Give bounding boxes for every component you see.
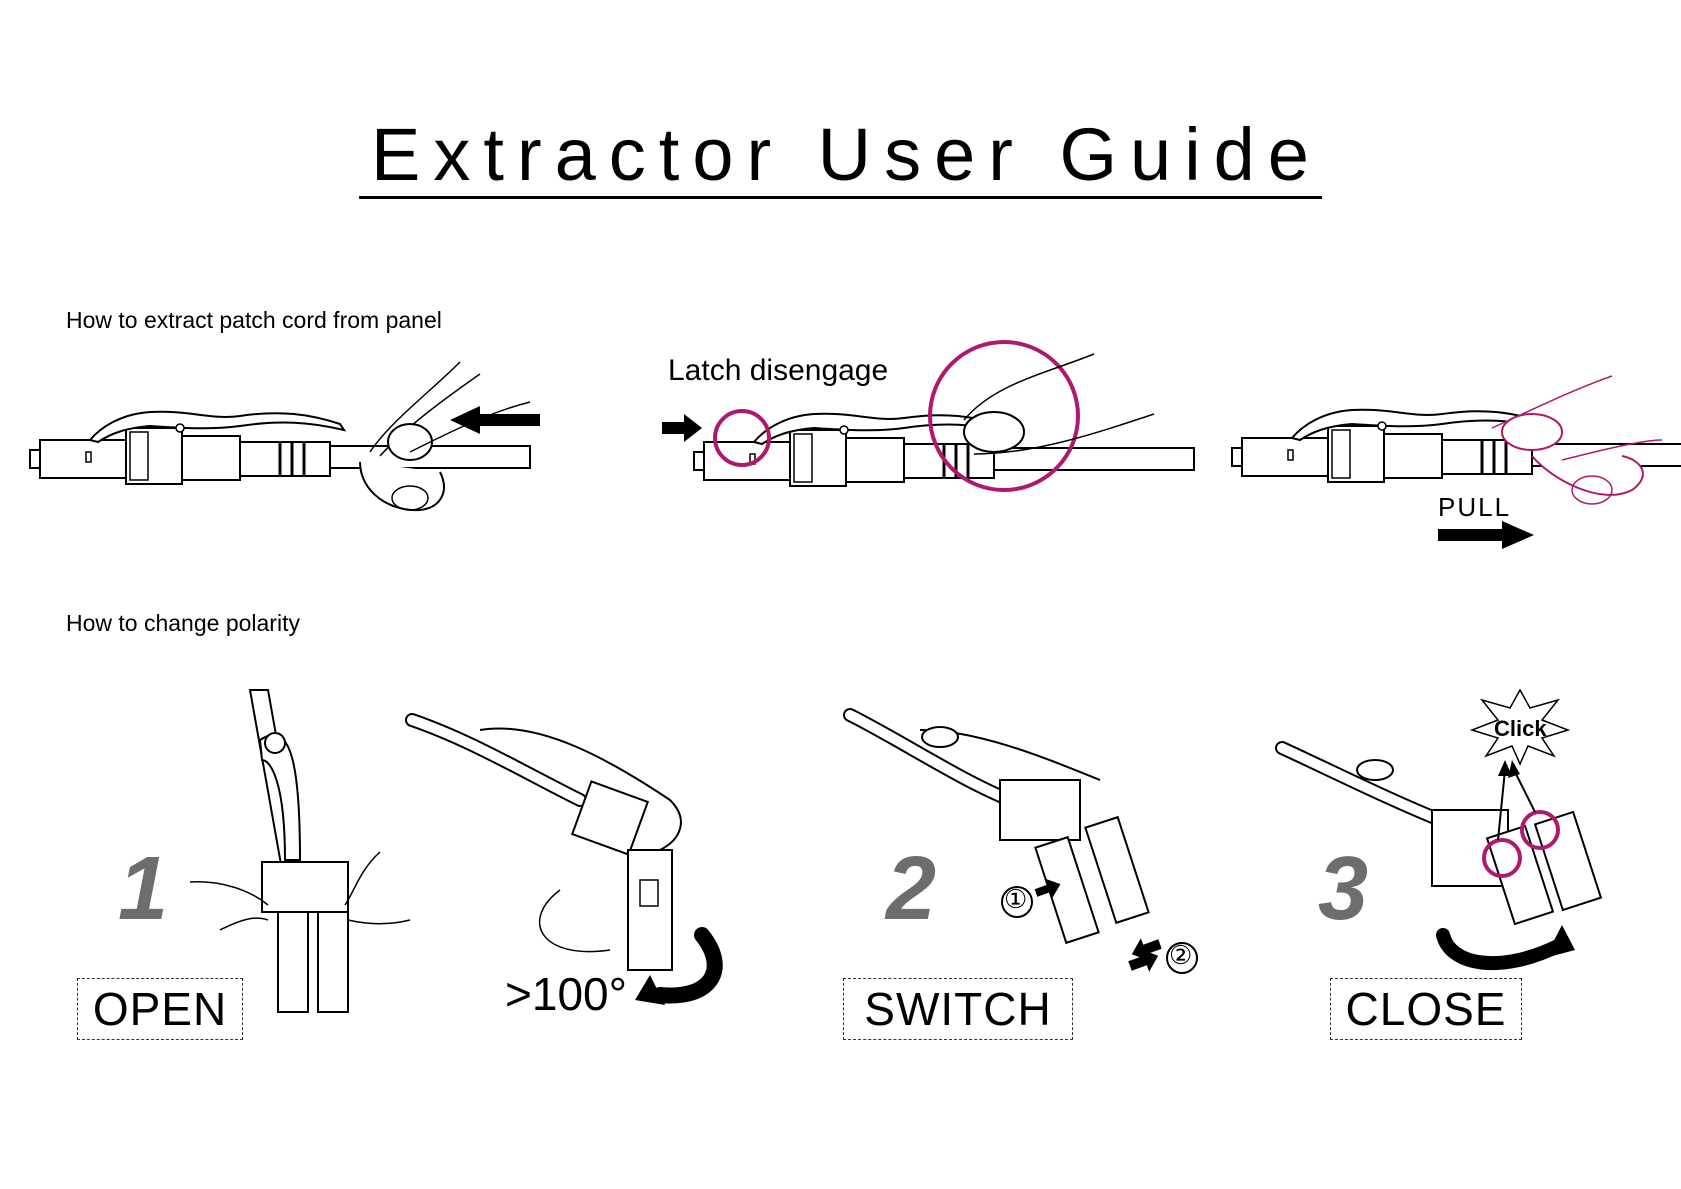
- section-label-polarity: How to change polarity: [66, 610, 300, 636]
- switch-arrow-2-icon: [1131, 938, 1162, 961]
- polarity-close-illustration: [1275, 741, 1603, 971]
- polarity-rotate-illustration: [405, 713, 723, 1005]
- extract-step-pull: [1230, 375, 1681, 505]
- step-label-switch: SWITCH: [843, 978, 1073, 1040]
- step-number-1: 1: [118, 839, 169, 939]
- step-number-2: 2: [886, 839, 937, 939]
- switch-arrow-1-icon: [1034, 878, 1061, 898]
- switch-arrow-3-icon: [1128, 949, 1159, 972]
- page-title: Extractor User Guide: [0, 118, 1681, 199]
- section-label-extract: How to extract patch cord from panel: [66, 307, 442, 333]
- click-starburst-icon: [1469, 688, 1571, 766]
- extract-step-push: [28, 361, 540, 512]
- latch-disengage-label: Latch disengage: [668, 354, 889, 387]
- step-label-close: CLOSE: [1330, 978, 1522, 1040]
- pull-label: PULL: [1438, 492, 1512, 522]
- step-number-3: 3: [1318, 839, 1369, 939]
- rotation-angle-label: >100°: [505, 968, 628, 1020]
- step-label-open: OPEN: [77, 978, 243, 1040]
- polarity-open-illustration: [189, 689, 411, 1013]
- click-label: Click: [1494, 716, 1547, 741]
- extract-step-latch: [692, 340, 1196, 492]
- pull-arrow-icon: [1438, 521, 1534, 549]
- latch-arrow-icon: [662, 414, 702, 442]
- polarity-switch-illustration: [843, 708, 1198, 974]
- switch-marker-1: ①: [1004, 884, 1028, 914]
- switch-marker-2: ②: [1169, 940, 1193, 970]
